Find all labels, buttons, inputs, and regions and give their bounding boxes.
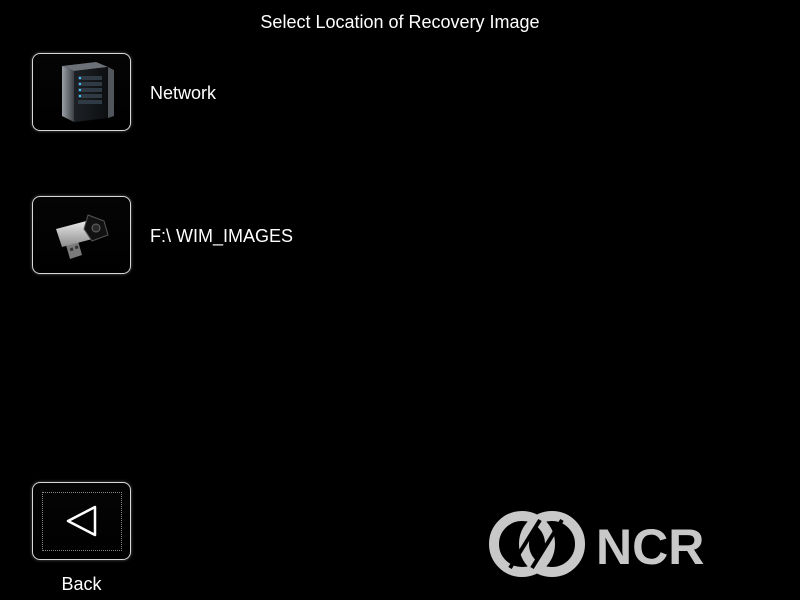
usb-drive-label[interactable]: F:\ WIM_IMAGES (150, 226, 294, 246)
network-button[interactable] (32, 53, 131, 131)
back-button[interactable] (32, 482, 131, 560)
usb-drive-icon (55, 214, 109, 259)
back-triangle-icon (66, 505, 96, 537)
page-title: Select Location of Recovery Image (260, 12, 540, 32)
back-button-focus-frame (41, 491, 122, 551)
back-label: Back (61, 574, 102, 594)
ncr-logo: NCR (489, 511, 704, 577)
network-label[interactable]: Network (150, 83, 217, 103)
server-tower-icon (61, 62, 114, 122)
usb-drive-button[interactable] (32, 196, 131, 274)
ncr-logo-text: NCR (596, 519, 704, 575)
